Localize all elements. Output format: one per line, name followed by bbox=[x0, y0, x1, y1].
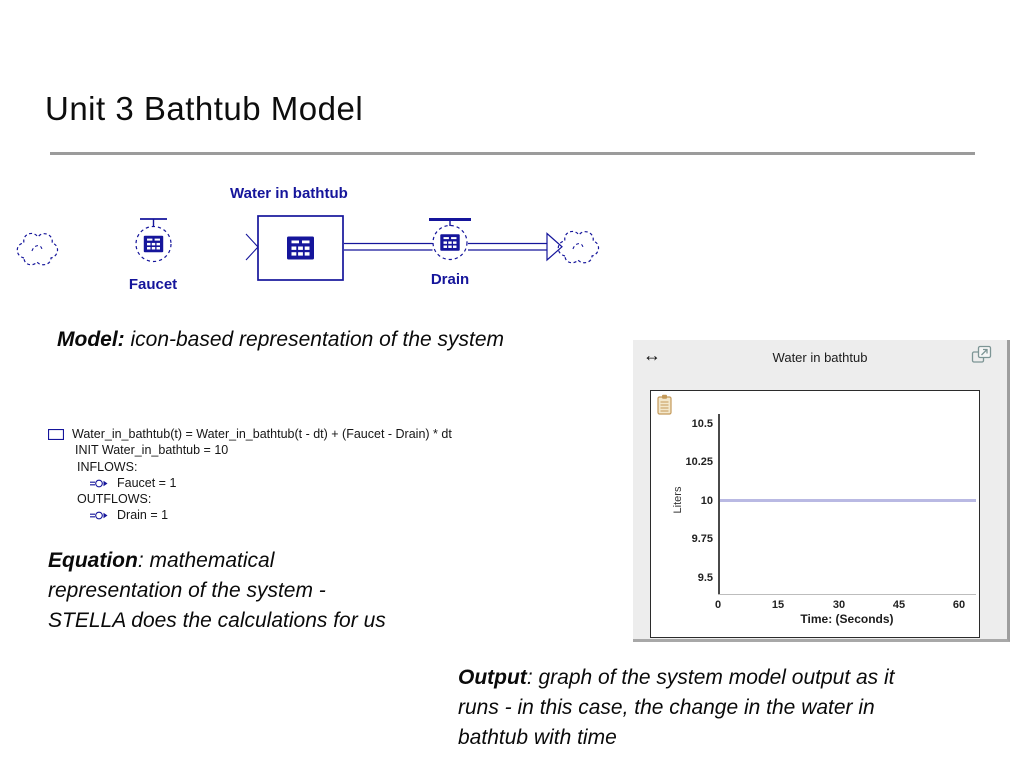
y-tick: 10.5 bbox=[691, 418, 713, 430]
y-tick: 9.75 bbox=[691, 533, 713, 545]
page-title: Unit 3 Bathtub Model bbox=[45, 90, 364, 127]
equation-caption: Equation: mathematical representation of… bbox=[48, 546, 478, 636]
graph-panel-title: Water in bathtub bbox=[772, 350, 868, 365]
x-tick: 30 bbox=[832, 599, 846, 611]
stock-glyph-icon bbox=[48, 428, 64, 440]
resize-horizontal-icon[interactable]: ↔ bbox=[643, 345, 661, 365]
x-tick: 15 bbox=[771, 599, 785, 611]
y-tick: 9.5 bbox=[697, 572, 713, 584]
graph-panel: ↔ Water in bathtub Liters 10.5 10.25 10 … bbox=[633, 340, 1010, 642]
equation-text: INIT Water_in_bathtub = 10 bbox=[75, 443, 229, 458]
faucet-valve-icon bbox=[135, 218, 172, 263]
model-caption-lead: Model: bbox=[57, 328, 125, 351]
inflow-arrowhead-icon bbox=[245, 233, 259, 261]
equation-line-faucet: Faucet = 1 bbox=[90, 475, 548, 491]
x-tick: 45 bbox=[892, 599, 906, 611]
stella-model-diagram: Water in bathtub Faucet Drain bbox=[0, 180, 620, 298]
output-caption-text: runs - in this case, the change in the w… bbox=[458, 696, 875, 719]
drain-valve-icon bbox=[429, 218, 471, 261]
equation-text: INFLOWS: bbox=[77, 459, 138, 474]
model-caption-text: icon-based representation of the system bbox=[124, 328, 505, 351]
flow-glyph-icon bbox=[90, 511, 108, 520]
equation-text: Water_in_bathtub(t) = Water_in_bathtub(t… bbox=[72, 427, 452, 441]
equation-text: Faucet = 1 bbox=[117, 475, 177, 490]
output-caption-lead: Output bbox=[458, 666, 527, 689]
faucet-label: Faucet bbox=[128, 276, 178, 293]
equation-listing: Water_in_bathtub(t) = Water_in_bathtub(t… bbox=[48, 426, 548, 524]
equation-caption-text: representation of the system - bbox=[48, 579, 326, 602]
source-cloud-icon bbox=[16, 232, 59, 266]
stock-label: Water in bathtub bbox=[230, 185, 348, 202]
output-caption-text: : graph of the system model output as it bbox=[526, 666, 895, 689]
equation-caption-text: : mathematical bbox=[137, 549, 275, 572]
y-axis-line bbox=[718, 414, 720, 594]
outflow-pipe bbox=[344, 242, 547, 251]
x-axis-line bbox=[718, 594, 976, 595]
water-level-series-line bbox=[720, 499, 976, 502]
output-caption: Output: graph of the system model output… bbox=[458, 663, 1018, 753]
y-tick: 10.25 bbox=[685, 456, 713, 468]
y-tick: 10 bbox=[700, 495, 713, 507]
x-tick: 60 bbox=[952, 599, 966, 611]
equation-caption-text: STELLA does the calculations for us bbox=[48, 609, 386, 632]
equation-text: OUTFLOWS: bbox=[77, 492, 152, 507]
equation-line-outflows: OUTFLOWS: bbox=[77, 491, 548, 507]
stock-box bbox=[257, 215, 344, 281]
equation-line-inflows: INFLOWS: bbox=[77, 459, 548, 475]
diagram-canvas bbox=[16, 215, 600, 281]
model-caption: Model: icon-based representation of the … bbox=[57, 325, 617, 355]
equation-line-drain: Drain = 1 bbox=[90, 507, 548, 523]
clipboard-icon bbox=[657, 394, 672, 415]
equation-line-init: INIT Water_in_bathtub = 10 bbox=[75, 442, 548, 458]
equation-line-stock: Water_in_bathtub(t) = Water_in_bathtub(t… bbox=[48, 426, 548, 442]
x-axis-label: Time: (Seconds) bbox=[800, 612, 894, 626]
sink-cloud-icon bbox=[557, 230, 600, 264]
equation-text: Drain = 1 bbox=[117, 508, 169, 523]
equation-caption-lead: Equation bbox=[48, 549, 138, 572]
title-divider bbox=[50, 152, 975, 155]
output-caption-text: bathtub with time bbox=[458, 726, 617, 749]
outflow-arrowhead-icon bbox=[546, 232, 563, 262]
x-tick: 0 bbox=[714, 599, 722, 611]
chart-area: Liters 10.5 10.25 10 9.75 9.5 0 15 30 45… bbox=[650, 390, 980, 638]
drain-label: Drain bbox=[430, 271, 470, 288]
expand-window-icon[interactable] bbox=[971, 345, 993, 365]
flow-glyph-icon bbox=[90, 479, 108, 487]
